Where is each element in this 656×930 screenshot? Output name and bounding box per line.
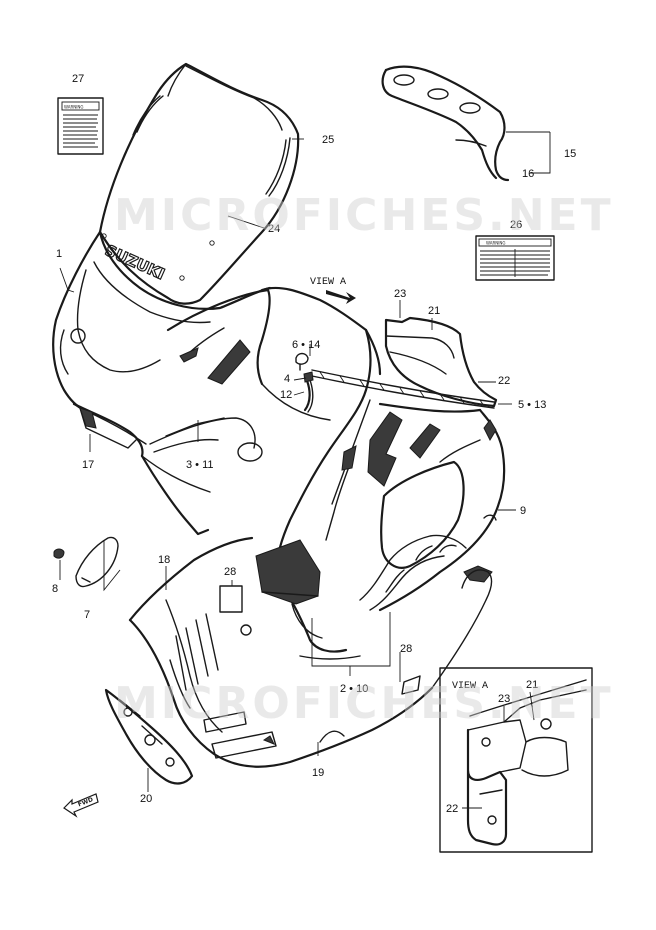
inset-callout-21: 21: [526, 679, 538, 691]
callout-21: 21: [428, 305, 440, 317]
callouts: 27 25 24 1 15 16 26 23 21 6 • 14 4 12 22…: [52, 73, 576, 815]
inner-panel-center: [149, 286, 382, 462]
inset-leaders: [462, 691, 535, 809]
watermark-bottom: MICROFICHES.NET: [114, 678, 614, 729]
inner-panel-left: [72, 402, 211, 536]
warning-label-26: WARNING: [475, 235, 555, 281]
callout-15: 15: [564, 148, 576, 160]
callout-12: 12: [280, 389, 292, 401]
bracket-20: [104, 688, 194, 785]
decal-graphic: [359, 534, 493, 611]
view-a-label: VIEW A: [310, 277, 346, 288]
callout-17: 17: [82, 459, 94, 471]
callout-24: 24: [268, 223, 280, 235]
view-a-inset: VIEW A: [439, 667, 593, 853]
callout-3-11: 3 • 11: [186, 459, 214, 471]
air-duct: [384, 316, 498, 408]
trim-strip: [311, 369, 495, 409]
warning-label-27: WARNING: [57, 97, 104, 155]
side-cowl: [274, 328, 506, 612]
inset-callout-23: 23: [498, 693, 510, 705]
callout-8: 8: [52, 583, 58, 595]
suzuki-logo: SUZUKI: [102, 241, 168, 284]
fwd-arrow: FWD: [63, 793, 99, 818]
callout-19: 19: [312, 767, 324, 779]
brand-text: SUZUKI: [102, 241, 167, 283]
upper-cowl: [52, 230, 272, 445]
callout-7: 7: [84, 609, 90, 621]
callout-28-upper: 28: [224, 566, 236, 578]
callout-23: 23: [394, 288, 406, 300]
windscreen: [98, 62, 300, 305]
callout-20: 20: [140, 793, 152, 805]
callout-4: 4: [284, 373, 290, 385]
callout-9: 9: [520, 505, 526, 517]
callout-6-14: 6 • 14: [292, 339, 320, 351]
leader-lines: [59, 131, 551, 792]
callout-2-10: 2 • 10: [340, 683, 368, 695]
fastener: [295, 352, 314, 413]
inset-title: VIEW A: [452, 681, 488, 692]
callout-25: 25: [322, 134, 334, 146]
callout-27: 27: [72, 73, 84, 85]
watermarks: MICROFICHES.NET MICROFICHES.NET: [114, 190, 614, 729]
watermark-top: MICROFICHES.NET: [114, 190, 614, 241]
callout-28-lower: 28: [400, 643, 412, 655]
callout-5-13: 5 • 13: [518, 399, 546, 411]
inset-callout-22: 22: [446, 803, 458, 815]
warning-label-text: WARNING: [64, 105, 84, 110]
handle-bracket: [381, 65, 510, 182]
grommet-and-cover: [53, 536, 119, 588]
callout-22: 22: [498, 375, 510, 387]
callout-18: 18: [158, 554, 170, 566]
callout-1: 1: [56, 248, 62, 260]
view-a-indicator: VIEW A: [310, 277, 356, 304]
lower-cowl: [128, 536, 493, 768]
callout-26: 26: [510, 219, 522, 231]
warning-label-26-text: WARNING: [486, 241, 506, 246]
callout-16: 16: [522, 168, 534, 180]
